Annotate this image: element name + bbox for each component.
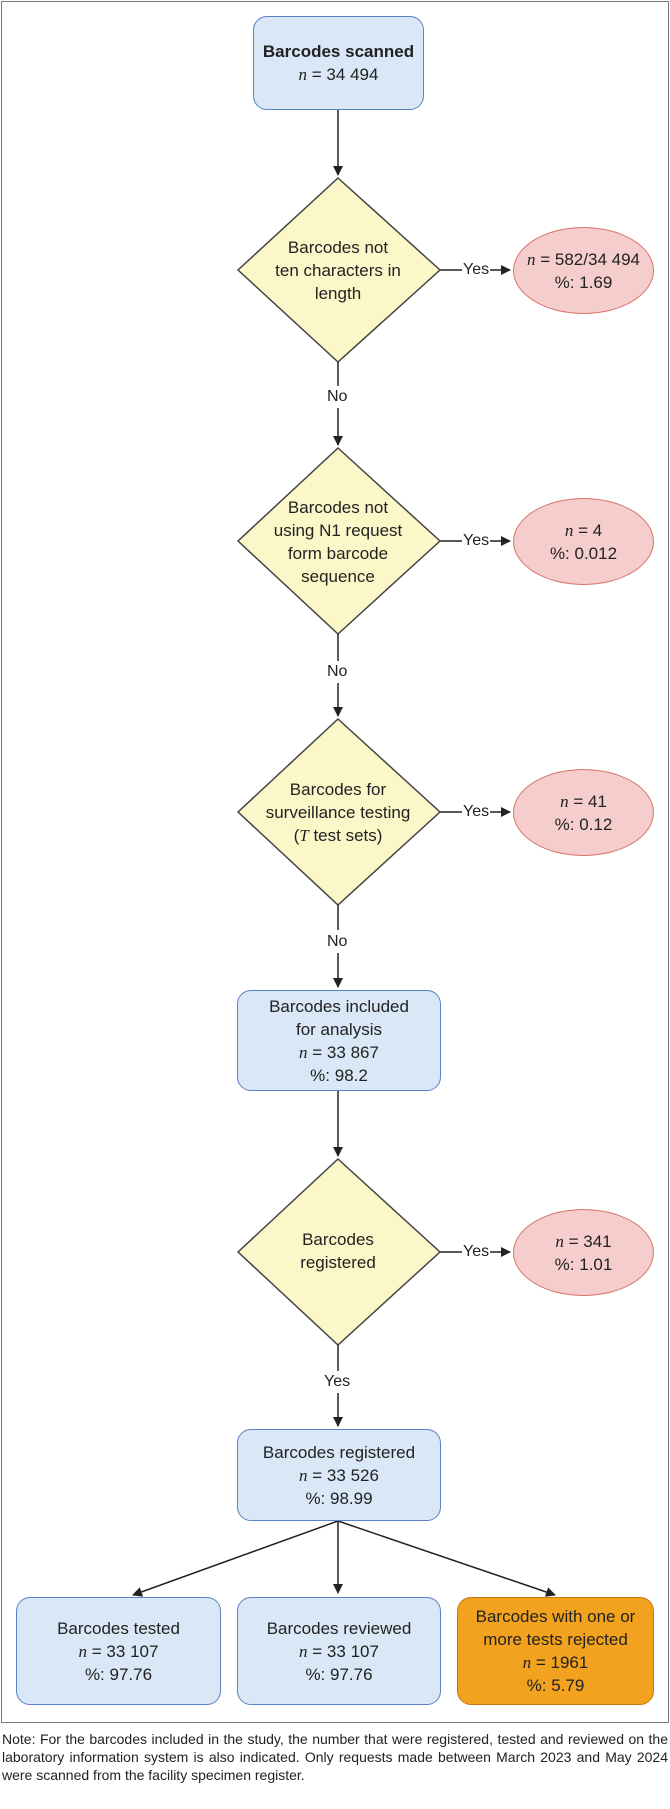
diamond-line: ten characters in <box>275 260 401 280</box>
node-barcodes-scanned: Barcodes scanned n = 34 494 <box>253 16 424 110</box>
node-excluded-surveillance: n = 41 %: 0.12 <box>513 769 654 856</box>
n-symbol: n <box>298 65 308 84</box>
percent-value: %: 1.01 <box>554 1254 613 1274</box>
count-value: = 582/34 494 <box>540 249 640 269</box>
percent-value: %: 98.2 <box>310 1065 368 1085</box>
percent-value: %: 1.69 <box>554 272 613 292</box>
flowchart-connectors <box>132 110 556 1597</box>
node-title: Barcodes included <box>269 996 409 1016</box>
n-symbol: n <box>299 1042 308 1062</box>
diamond-line: Barcodes not <box>287 498 389 517</box>
node-barcodes-included: Barcodes included for analysis n = 33 86… <box>237 990 441 1091</box>
figure-note: Note: For the barcodes included in the s… <box>2 1731 668 1783</box>
percent-value: %: 0.12 <box>554 814 613 834</box>
node-title: Barcodes reviewed <box>266 1618 412 1638</box>
diamond-line: Barcodes for <box>289 779 387 799</box>
node-count: n = 34 494 <box>299 63 379 86</box>
node-title: for analysis <box>296 1019 382 1039</box>
diamond-length-text: Barcodes not ten characters in length <box>258 232 418 308</box>
arrow-registered-to-tested <box>132 1520 339 1597</box>
percent-value: %: 98.99 <box>305 1488 373 1508</box>
count-value: = 33 526 <box>312 1465 379 1485</box>
count-value: = 41 <box>573 791 607 811</box>
n-symbol: n <box>299 1465 308 1485</box>
count-value: = 4 <box>578 520 603 540</box>
node-barcodes-rejected: Barcodes with one or more tests rejected… <box>457 1597 654 1705</box>
yes-label: Yes <box>463 1243 490 1260</box>
diamond-line: Barcodes not <box>287 237 389 257</box>
percent-value: %: 0.012 <box>549 543 618 563</box>
count-value: = 1961 <box>535 1653 589 1672</box>
node-barcodes-reviewed: Barcodes reviewed n = 33 107 %: 97.76 <box>237 1597 441 1705</box>
node-excluded-length: n = 582/34 494 %: 1.69 <box>513 227 654 314</box>
node-not-registered: n = 341 %: 1.01 <box>513 1209 654 1296</box>
count-value: = 33 107 <box>91 1641 159 1661</box>
count-value: = 341 <box>568 1231 612 1251</box>
diamond-line: registered <box>300 1253 376 1272</box>
diamond-line: sequence <box>301 567 375 586</box>
node-title: Barcodes scanned <box>262 42 415 61</box>
count-value: = 33 107 <box>312 1641 379 1661</box>
yes-label: Yes <box>324 1373 351 1390</box>
diamond-registered-text: Barcodes registered <box>258 1226 418 1276</box>
node-title: Barcodes tested <box>57 1618 180 1638</box>
no-label: No <box>327 933 348 950</box>
percent-value: %: 5.79 <box>526 1676 585 1695</box>
n-symbol: n <box>527 249 536 269</box>
yes-label: Yes <box>463 532 490 549</box>
diamond-line: Barcodes <box>302 1230 374 1249</box>
arrow-registered-to-rejected <box>337 1520 556 1597</box>
yes-label: Yes <box>463 803 490 820</box>
no-label: No <box>327 663 348 680</box>
yes-label: Yes <box>463 261 490 278</box>
n-symbol: n <box>522 1653 532 1672</box>
t-symbol: T <box>299 825 309 845</box>
node-barcodes-tested: Barcodes tested n = 33 107 %: 97.76 <box>16 1597 221 1705</box>
diamond-line-rest: test sets) <box>308 825 383 845</box>
diamond-line: surveillance testing <box>265 802 411 822</box>
percent-value: %: 97.76 <box>305 1664 373 1684</box>
count-value: = 33 867 <box>312 1042 379 1062</box>
n-symbol: n <box>564 520 574 540</box>
n-symbol: n <box>299 1641 308 1661</box>
node-title: Barcodes registered <box>262 1442 416 1462</box>
diamond-sequence-text: Barcodes not using N1 request form barco… <box>258 494 418 590</box>
n-symbol: n <box>78 1641 88 1661</box>
paren: ( <box>293 825 300 845</box>
diamond-line: form barcode <box>287 544 389 563</box>
percent-value: %: 97.76 <box>84 1664 153 1684</box>
no-label: No <box>327 388 348 405</box>
diamond-line: (T test sets) <box>294 824 383 847</box>
node-barcodes-registered: Barcodes registered n = 33 526 %: 98.99 <box>237 1429 441 1521</box>
node-title: Barcodes with one or <box>475 1607 636 1626</box>
diamond-line: using N1 request <box>273 521 403 540</box>
node-excluded-sequence: n = 4 %: 0.012 <box>513 498 654 585</box>
diamond-line: length <box>314 283 362 303</box>
n-symbol: n <box>555 1231 564 1251</box>
node-title: more tests rejected <box>483 1630 628 1649</box>
diagram-frame <box>1 1 669 1723</box>
diamond-surveillance-text: Barcodes for surveillance testing (T tes… <box>248 776 428 848</box>
n-symbol: n <box>560 791 569 811</box>
count-value: = 34 494 <box>311 65 379 84</box>
